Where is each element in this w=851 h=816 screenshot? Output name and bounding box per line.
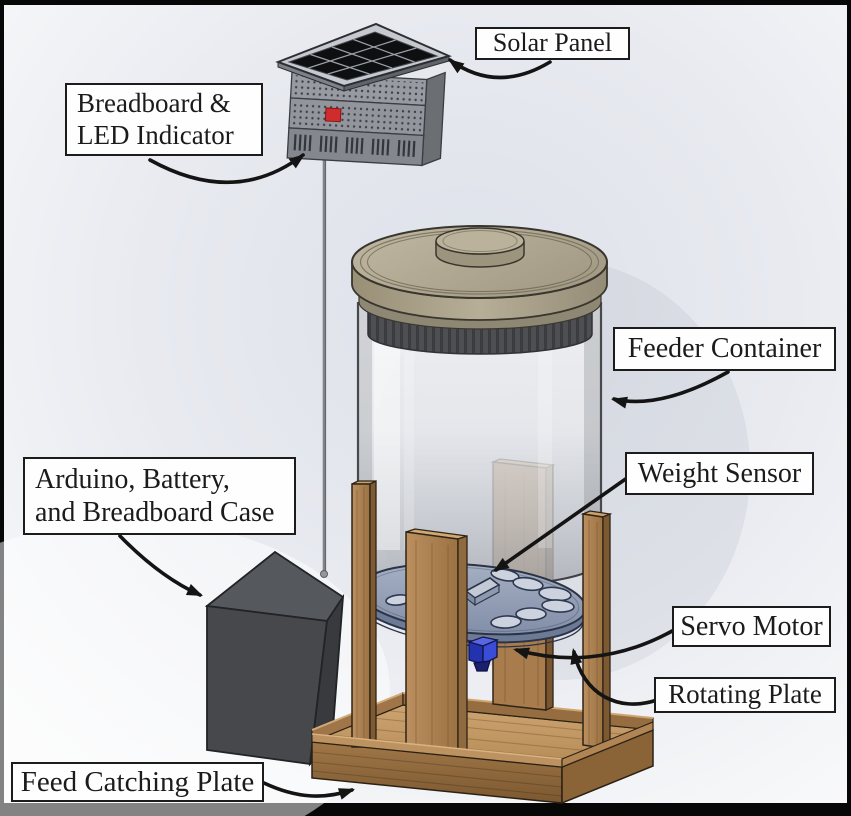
servo-motor-graphic <box>467 636 499 672</box>
label-text: Servo Motor <box>680 610 823 642</box>
label-feeder-container: Feeder Container <box>613 327 836 371</box>
label-text: Feeder Container <box>627 333 822 365</box>
frame-post-right <box>580 510 613 749</box>
label-text: Feed Catching Plate <box>20 765 255 798</box>
arrow-to-servo <box>515 628 676 660</box>
container-lid <box>351 225 608 330</box>
label-text: Breadboard & <box>77 87 231 118</box>
solar-panel-graphic <box>275 22 452 92</box>
label-text: Solar Panel <box>492 28 613 58</box>
label-weight-sensor: Weight Sensor <box>625 452 814 495</box>
label-rotating-plate: Rotating Plate <box>654 677 836 713</box>
label-text: Arduino, Battery, <box>35 463 230 495</box>
support-pole <box>320 156 328 578</box>
label-arduino-case: Arduino, Battery, and Breadboard Case <box>23 457 296 535</box>
weight-sensor-slot <box>464 577 501 607</box>
label-solar-panel: Solar Panel <box>475 27 630 60</box>
label-text: Weight Sensor <box>637 457 802 489</box>
led-indicator <box>324 107 342 123</box>
electronics-case-graphic <box>204 550 345 767</box>
frame-post-left <box>351 479 377 749</box>
arrow-heads <box>185 59 628 800</box>
label-feed-catching-plate: Feed Catching Plate <box>11 762 264 802</box>
label-servo-motor: Servo Motor <box>672 606 831 647</box>
label-text: Rotating Plate <box>668 679 822 710</box>
arrow-to-rotating-plate <box>572 650 659 706</box>
label-text: and Breadboard Case <box>35 497 275 528</box>
label-breadboard-led: Breadboard & LED Indicator <box>65 83 263 156</box>
arrow-to-breadboard <box>148 153 305 185</box>
tray-front-rim <box>311 721 654 768</box>
feeder-container-graphic <box>351 225 608 587</box>
arrow-to-weight-sensor <box>494 476 629 572</box>
label-text: LED Indicator <box>77 119 234 150</box>
frame-post-front <box>405 528 468 757</box>
